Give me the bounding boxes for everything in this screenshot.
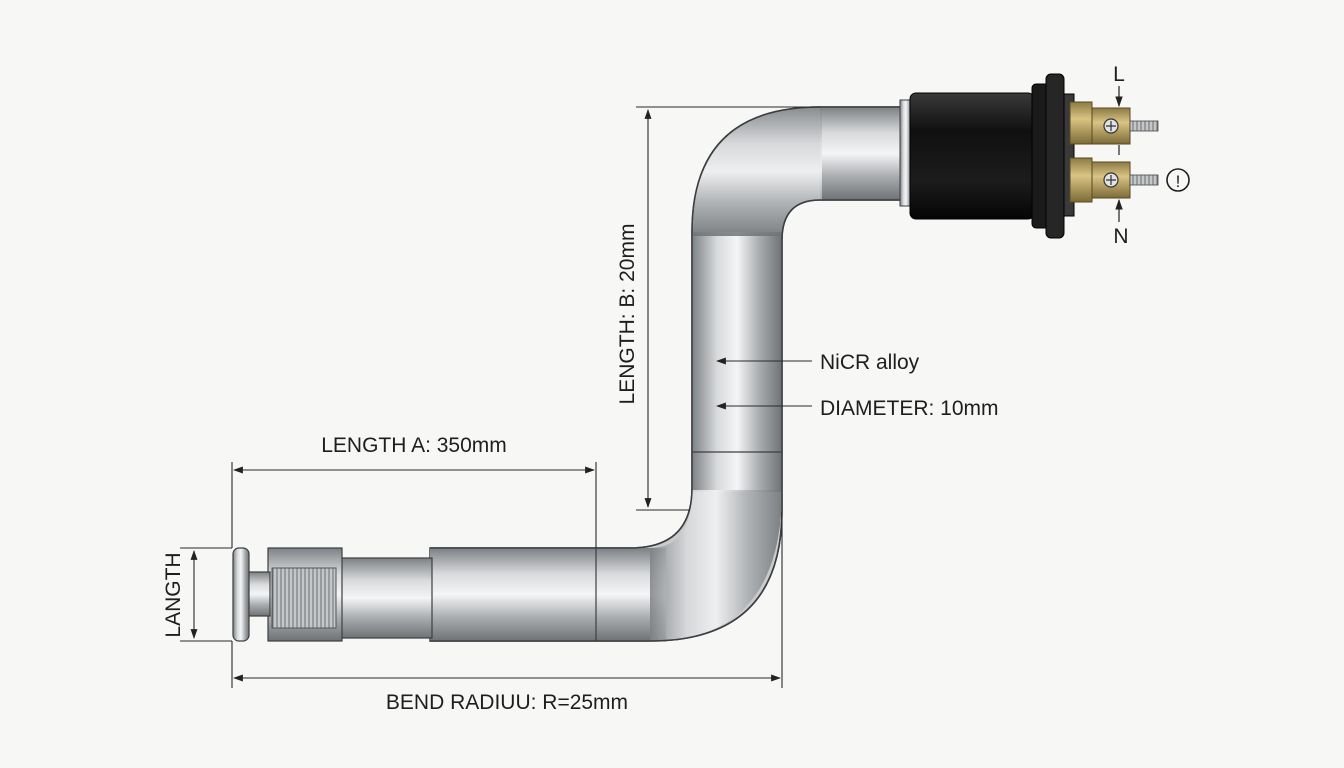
warning-icon: ! xyxy=(1166,168,1190,192)
label-terminal-n: N xyxy=(1113,225,1128,248)
insulator-block xyxy=(909,92,1035,220)
label-diameter: DIAMETER: 10mm xyxy=(820,397,999,420)
insulator-rim xyxy=(1045,73,1065,239)
tube-upper-segment xyxy=(820,107,900,200)
terminal-bottom xyxy=(1069,157,1159,203)
label-length-b: LENGTH: B: 20mm xyxy=(616,224,639,405)
insulator-back xyxy=(1063,93,1075,217)
tube-lower-segment xyxy=(430,548,666,641)
label-flange-length: LANGTH xyxy=(162,552,185,637)
tube-lower-bend xyxy=(650,490,782,641)
left-fitting xyxy=(232,547,433,642)
fitting-neck xyxy=(245,571,271,617)
fitting-thread xyxy=(271,567,337,629)
terminal-top xyxy=(1069,101,1159,145)
terminal-connector: ! xyxy=(899,73,1190,239)
tube-upper-bend xyxy=(692,107,822,236)
fitting-sleeve xyxy=(339,557,433,639)
fitting-flange xyxy=(232,547,250,642)
dimension-lines xyxy=(180,106,820,688)
svg-text:!: ! xyxy=(1176,172,1181,191)
label-terminal-l: L xyxy=(1113,63,1125,86)
label-bend-radius: BEND RADIUU: R=25mm xyxy=(386,691,628,714)
label-length-a: LENGTH A: 350mm xyxy=(321,434,507,457)
tube-vertical-segment xyxy=(692,232,782,492)
heating-tube xyxy=(429,106,901,642)
label-material: NiCR alloy xyxy=(820,351,920,374)
